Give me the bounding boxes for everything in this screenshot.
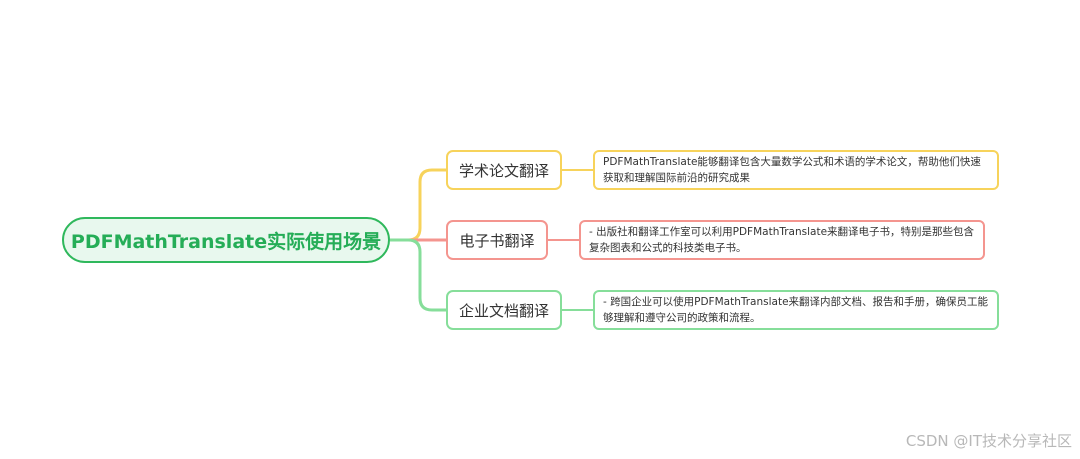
connector-root-to-branch-1 bbox=[390, 168, 446, 242]
branch-node-academic-papers[interactable]: 学术论文翻译 bbox=[446, 150, 562, 190]
desc-node-academic-papers[interactable]: PDFMathTranslate能够翻译包含大量数学公式和术语的学术论文，帮助他… bbox=[593, 150, 999, 190]
root-node[interactable]: PDFMathTranslate实际使用场景 bbox=[62, 217, 390, 263]
branch-node-label: 电子书翻译 bbox=[459, 231, 535, 250]
branch-node-enterprise-docs[interactable]: 企业文档翻译 bbox=[446, 290, 562, 330]
desc-node-text: - 跨国企业可以使用PDFMathTranslate来翻译内部文档、报告和手册，… bbox=[603, 296, 989, 324]
desc-node-ebooks[interactable]: - 出版社和翻译工作室可以利用PDFMathTranslate来翻译电子书，特别… bbox=[579, 220, 985, 260]
branch-node-ebooks[interactable]: 电子书翻译 bbox=[446, 220, 548, 260]
connector-root-to-branch-3 bbox=[390, 238, 446, 312]
desc-node-text: PDFMathTranslate能够翻译包含大量数学公式和术语的学术论文，帮助他… bbox=[603, 156, 981, 184]
watermark: CSDN @IT技术分享社区 bbox=[905, 432, 1072, 450]
desc-node-text: - 出版社和翻译工作室可以利用PDFMathTranslate来翻译电子书，特别… bbox=[589, 226, 975, 254]
branch-node-label: 学术论文翻译 bbox=[458, 161, 549, 180]
root-node-label: PDFMathTranslate实际使用场景 bbox=[70, 230, 382, 253]
branch-node-label: 企业文档翻译 bbox=[458, 301, 549, 320]
desc-node-enterprise-docs[interactable]: - 跨国企业可以使用PDFMathTranslate来翻译内部文档、报告和手册，… bbox=[593, 290, 999, 330]
